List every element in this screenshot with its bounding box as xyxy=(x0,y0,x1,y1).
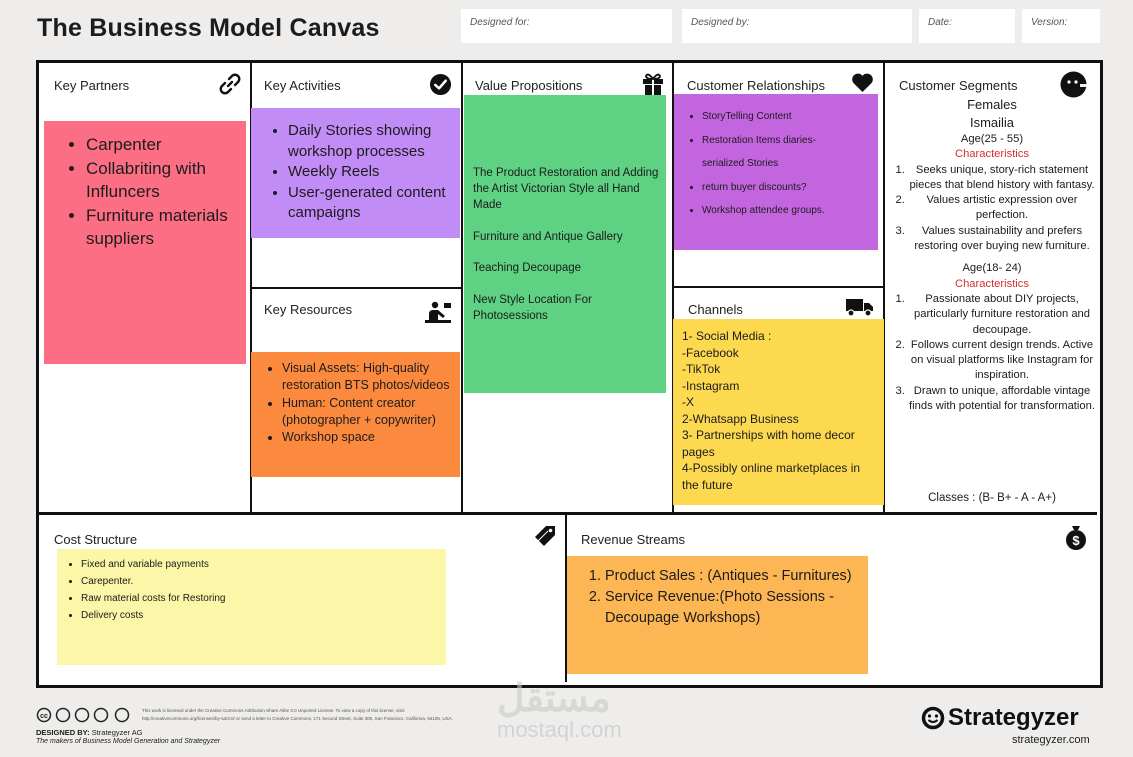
designed-by-credit-label: DESIGNED BY: xyxy=(36,728,90,737)
creative-commons-icon: cc xyxy=(36,707,130,723)
strategyzer-logo-icon xyxy=(921,706,945,730)
customer-segments-title: Customer Segments xyxy=(899,78,1018,93)
designed-by-credit-value: Strategyzer AG xyxy=(91,728,143,737)
channels-note: 1- Social Media : -Facebook -TikTok -Ins… xyxy=(673,319,884,505)
cost-structure-title: Cost Structure xyxy=(54,532,138,547)
heart-icon xyxy=(852,73,873,93)
divider xyxy=(674,286,883,288)
revenue-streams-note: Product Sales : (Antiques - Furnitures) … xyxy=(567,556,868,674)
list-item: Product Sales : (Antiques - Furnitures) xyxy=(605,566,868,587)
list-item: User-generated content campaigns xyxy=(288,183,460,224)
channels-text: 1- Social Media : -Facebook -TikTok -Ins… xyxy=(682,329,861,492)
designed-by-field[interactable]: Designed by: xyxy=(682,9,912,43)
strategyzer-logo: Strategyzer xyxy=(948,704,1079,731)
segment-location: Ismailia xyxy=(969,115,1015,130)
value-proposition-text: Teaching Decoupage xyxy=(473,262,582,274)
revenue-streams-title: Revenue Streams xyxy=(581,532,686,547)
version-field[interactable]: Version: xyxy=(1022,9,1100,43)
date-label: Date: xyxy=(928,17,952,28)
list-item: Carepenter. xyxy=(81,573,446,590)
list-item: Values sustainability and prefers restor… xyxy=(908,224,1096,255)
segment-age: Age(18- 24) xyxy=(962,262,1022,275)
value-proposition-text: New Style Location For Photosessions xyxy=(473,294,592,322)
list-item: Visual Assets: High-quality restoration … xyxy=(282,360,460,395)
divider xyxy=(461,63,463,512)
list-item: Carpenter xyxy=(86,133,246,157)
list-item: Furniture materials suppliers xyxy=(86,204,246,251)
segment-characteristics-heading: Characteristics xyxy=(955,277,1029,290)
link-icon xyxy=(219,73,241,95)
list-item: Workshop attendee groups. xyxy=(702,199,878,223)
list-item: Fixed and variable payments xyxy=(81,556,446,573)
tag-icon xyxy=(535,526,555,546)
list-item-continuation: serialized Stories xyxy=(702,158,779,169)
gift-icon xyxy=(643,73,663,95)
page-title: The Business Model Canvas xyxy=(37,14,380,42)
list-item: Raw material costs for Restoring xyxy=(81,590,446,607)
customer-relationships-title: Customer Relationships xyxy=(687,78,826,93)
money-bag-icon: $ xyxy=(1066,526,1086,550)
list-item: Workshop space xyxy=(282,429,460,446)
key-resources-note: Visual Assets: High-quality restoration … xyxy=(251,352,460,477)
list-item: Delivery costs xyxy=(81,607,446,624)
segment-gender: Females xyxy=(967,97,1017,112)
key-resources-title: Key Resources xyxy=(264,302,353,317)
designed-by-credit: DESIGNED BY: Strategyzer AG xyxy=(36,728,143,737)
divider xyxy=(672,63,674,512)
strategyzer-url[interactable]: strategyzer.com xyxy=(1012,734,1090,746)
list-item: Service Revenue:(Photo Sessions - Decoup… xyxy=(605,587,868,629)
key-partners-title: Key Partners xyxy=(54,78,130,93)
face-icon xyxy=(1060,71,1087,98)
key-partners-note: Carpenter Collabriting with Influncers F… xyxy=(44,121,246,364)
svg-text:cc: cc xyxy=(40,713,48,720)
divider xyxy=(39,512,1097,515)
list-item: Drawn to unique, affordable vintage find… xyxy=(908,384,1096,415)
value-propositions-note: The Product Restoration and Adding the A… xyxy=(464,95,666,393)
divider xyxy=(252,287,461,289)
channels-title: Channels xyxy=(688,302,743,317)
segment-classes: Classes : (B- B+ - A - A+) xyxy=(928,492,1056,504)
version-label: Version: xyxy=(1031,17,1068,28)
list-item: return buyer discounts? xyxy=(702,176,878,200)
check-circle-icon xyxy=(429,73,452,96)
svg-text:$: $ xyxy=(1072,533,1080,548)
customer-relationships-note: StoryTelling Content Restoration Items d… xyxy=(674,94,878,250)
list-item: Human: Content creator (photographer + c… xyxy=(282,395,460,430)
segment-age: Age(25 - 55) xyxy=(960,133,1024,145)
worker-icon xyxy=(425,301,451,323)
list-item: Values artistic expression over perfecti… xyxy=(908,193,1096,224)
designed-by-label: Designed by: xyxy=(691,17,750,28)
watermark-url: mostaql.com xyxy=(497,717,622,742)
customer-segments-content: Females Ismailia Age(25 - 55) Characteri… xyxy=(888,96,1096,414)
date-field[interactable]: Date: xyxy=(919,9,1015,43)
segment-characteristics-heading: Characteristics xyxy=(955,148,1029,161)
divider xyxy=(883,63,885,512)
list-item: Collabriting with Influncers xyxy=(86,157,246,204)
list-item: Weekly Reels xyxy=(288,162,460,183)
key-activities-title: Key Activities xyxy=(264,78,341,93)
list-item: Daily Stories showing workshop processes xyxy=(288,121,460,162)
divider xyxy=(250,63,252,512)
license-text: This work is licensed under the Creative… xyxy=(142,708,406,713)
divider xyxy=(565,515,567,682)
cost-structure-note: Fixed and variable payments Carepenter. … xyxy=(57,549,446,665)
value-proposition-text: The Product Restoration and Adding the A… xyxy=(473,167,659,211)
list-item: Passionate about DIY projects, particula… xyxy=(908,292,1096,338)
list-item: Follows current design trends. Active on… xyxy=(908,338,1096,384)
license-text: http://creativecommons.org/licenses/by-s… xyxy=(142,716,453,721)
tagline: The makers of Business Model Generation … xyxy=(36,738,221,745)
watermark-logo: مستقل xyxy=(497,678,611,720)
value-proposition-text: Furniture and Antique Gallery xyxy=(473,231,623,243)
designed-for-label: Designed for: xyxy=(470,17,530,28)
list-item: Seeks unique, story-rich statement piece… xyxy=(908,163,1096,194)
list-item: Restoration Items diaries- xyxy=(702,129,878,153)
value-propositions-title: Value Propositions xyxy=(475,78,583,93)
key-activities-note: Daily Stories showing workshop processes… xyxy=(251,108,460,238)
truck-icon xyxy=(846,299,873,317)
list-item: StoryTelling Content xyxy=(702,105,878,129)
designed-for-field[interactable]: Designed for: xyxy=(461,9,672,43)
